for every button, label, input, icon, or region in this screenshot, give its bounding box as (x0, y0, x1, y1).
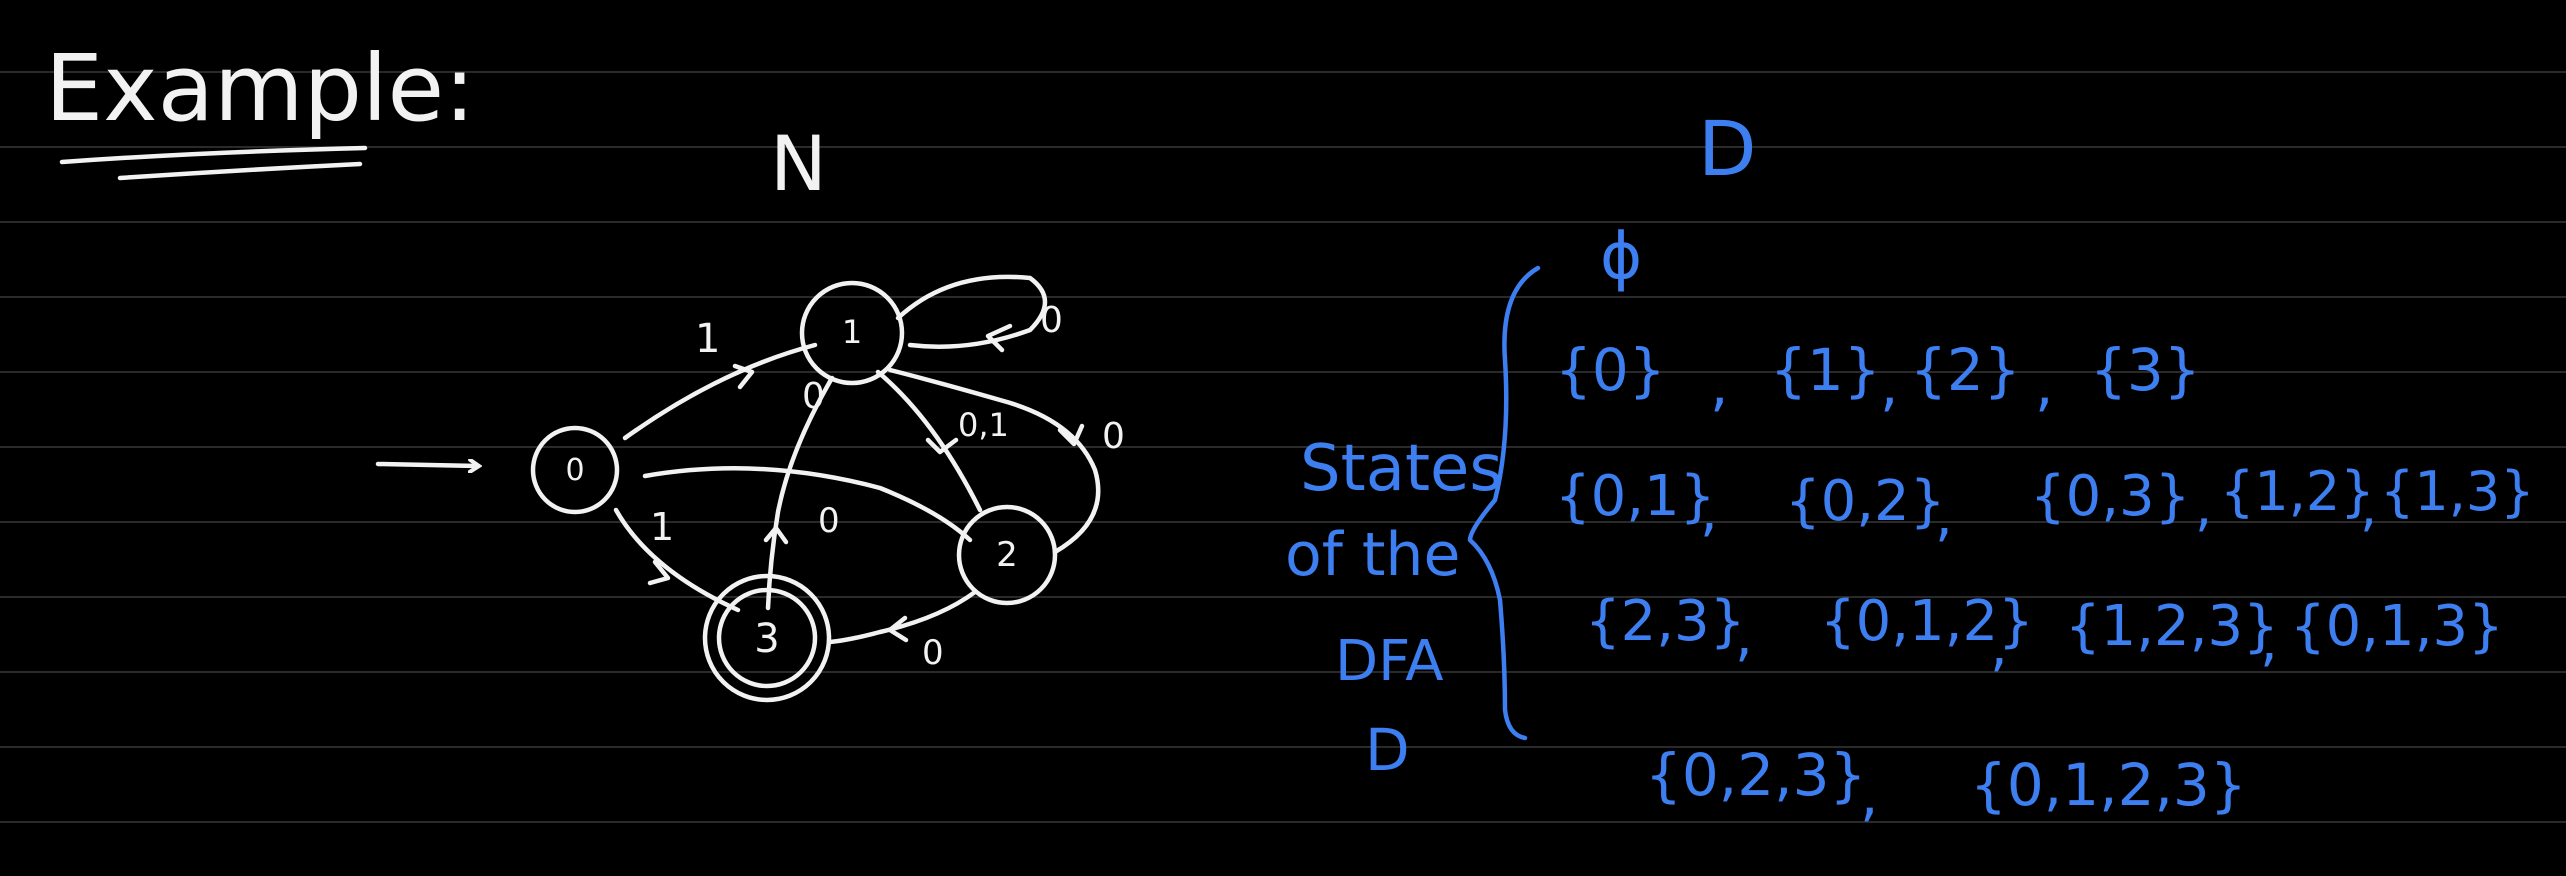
dfa-subset: {1,2} (2220, 460, 2375, 523)
edge-0-3-label: 1 (650, 505, 674, 549)
bracket-label-line-2: of the (1285, 520, 1460, 590)
edge-2-1-arrowhead (1057, 423, 1085, 447)
bracket-label-line-4: D (1365, 716, 1410, 784)
dfa-subset: {1,3} (2380, 460, 2535, 523)
nfa-name-label: N (770, 119, 827, 208)
dfa-subset: {0,2} (1785, 469, 1945, 534)
start-arrow (375, 464, 478, 466)
svg-text:,: , (2360, 475, 2377, 538)
dfa-row-3: {2,3} {0,1,2} {1,2,3} {0,1,3} (1585, 589, 2504, 659)
svg-text:,: , (1935, 484, 1953, 549)
edge-0-3-arrowhead (647, 559, 671, 586)
edge-0-2 (642, 466, 973, 543)
dfa-subset: {0,2,3} (1645, 741, 1866, 809)
edge-2-1-label: 0 (1102, 416, 1125, 457)
dfa-subset: {2} (1910, 336, 2021, 404)
dfa-subset: {0,1} (1555, 464, 1715, 529)
dfa-subset: {3} (2090, 336, 2201, 404)
heading-underline-2 (117, 161, 363, 181)
nfa-state-2: 2 (956, 504, 1058, 606)
dfa-subset: {0,3} (2030, 464, 2190, 529)
dfa-row-2: {0,1} {0,2} {0,3} {1,2} {1,3} (1555, 460, 2535, 534)
dfa-subset: {0,1,2} (1820, 589, 2034, 654)
state-0-label: 0 (565, 453, 584, 488)
edge-0-1 (622, 342, 818, 441)
dfa-name-label: D (1698, 104, 1757, 193)
svg-text:,: , (2035, 351, 2053, 419)
edge-1-1-label: 0 (1040, 300, 1063, 341)
dfa-subset: {0,1,2,3} (1970, 751, 2247, 819)
empty-set-symbol: ϕ (1600, 220, 1642, 294)
dfa-subset: {1,2,3} (2065, 594, 2279, 659)
edge-2-3-arrowhead (887, 615, 909, 643)
edge-1-2 (875, 369, 983, 513)
bracket-label-line-3: DFA (1335, 629, 1444, 694)
edge-3-1-label: 0 (818, 501, 840, 541)
edge-2-3 (827, 589, 978, 645)
dfa-row-1: {0} {1} {2} {3} (1555, 336, 2201, 404)
dfa-separator-commas: , , , , , , , , , , , (1700, 351, 2377, 829)
edge-2-1 (887, 367, 1101, 555)
nfa-state-1: 1 (799, 280, 905, 386)
svg-text:,: , (1735, 604, 1753, 669)
edge-3-1-arrowhead (763, 525, 789, 545)
dfa-subset: {1} (1770, 336, 1881, 404)
edge-1-1-loop (895, 274, 1048, 349)
dfa-states-brace (1467, 265, 1541, 741)
edge-1-3-label: 0 (802, 376, 825, 417)
svg-text:,: , (1700, 479, 1718, 544)
heading-underline-1 (59, 145, 368, 165)
dfa-row-4: {0,2,3} {0,1,2,3} (1645, 741, 2247, 819)
nfa-state-3-accepting: 3 (702, 573, 832, 703)
edge-0-1-arrowhead (732, 363, 755, 390)
dfa-subset: {2,3} (1585, 589, 1745, 654)
dfa-subset: {0} (1555, 336, 1666, 404)
edge-2-3-label: 0 (922, 633, 944, 673)
state-3-label: 3 (754, 616, 779, 662)
ruled-lines (0, 71, 2566, 823)
svg-text:,: , (2260, 609, 2278, 674)
edge-1-1-arrowhead (985, 323, 1013, 353)
edge-1-2-label: 0,1 (958, 406, 1009, 444)
edge-0-1-label: 1 (695, 316, 720, 362)
svg-text:,: , (1860, 761, 1878, 829)
nfa-edges (375, 274, 1101, 645)
svg-text:,: , (1990, 614, 2008, 679)
nfa-state-0: 0 (530, 425, 620, 515)
state-2-label: 2 (996, 535, 1018, 575)
dfa-subset: {0,1,3} (2290, 594, 2504, 659)
state-1-label: 1 (842, 313, 862, 351)
svg-text:,: , (1710, 351, 1728, 419)
svg-text:,: , (2195, 475, 2212, 538)
bracket-label-line-1: States (1300, 432, 1503, 506)
svg-text:,: , (1880, 351, 1898, 419)
heading-text: Example: (45, 35, 475, 142)
edge-1-2-arrowhead (925, 437, 959, 455)
